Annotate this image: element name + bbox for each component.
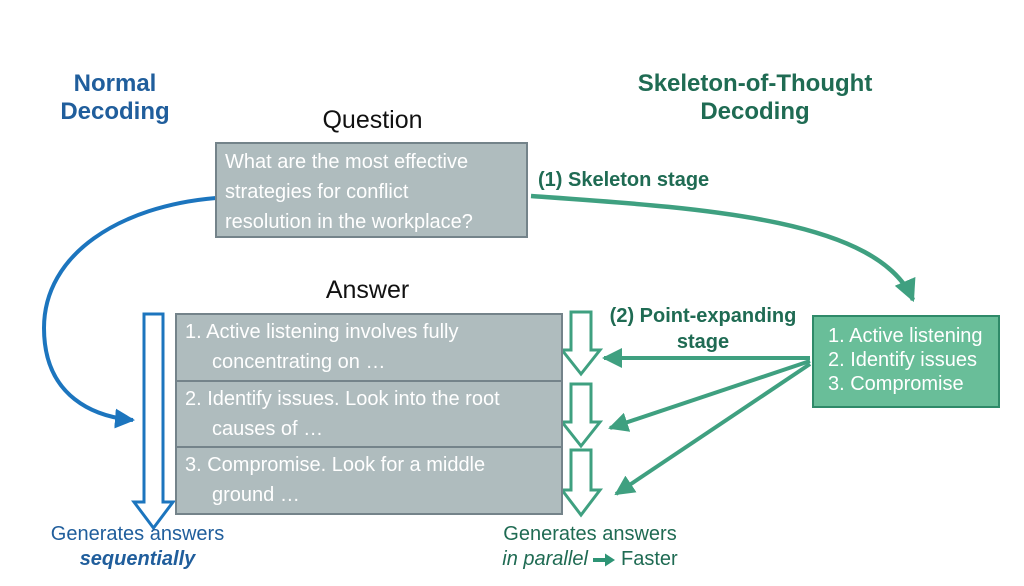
normal-decoding-title: Normal Decoding — [60, 70, 170, 125]
expansion-block-arrow-3 — [558, 448, 604, 518]
answer-row-3: 3. Compromise. Look for a middle ground … — [177, 446, 561, 513]
normal-decoding-curve-arrow — [41, 196, 217, 429]
skeleton-stage-label: (1) Skeleton stage — [538, 169, 710, 191]
caption-sequential-line2: sequentially — [79, 548, 196, 570]
arrow-right-icon — [593, 553, 616, 567]
answer-row-2: 2. Identify issues. Look into the root c… — [177, 379, 561, 447]
caption-sequential-line1: Generates answers — [50, 523, 225, 545]
caption-sequential: Generates answers sequentially — [30, 522, 245, 572]
point-expanding-arrow-2 — [608, 359, 811, 432]
answer-row-1: 1. Active listening involves fully conce… — [185, 321, 459, 373]
expansion-block-arrow-1 — [558, 310, 604, 377]
point-expanding-arrow-3 — [614, 362, 812, 496]
caption-parallel-line1: Generates answers — [503, 523, 677, 545]
point-expanding-stage-label: (2) Point-expanding stage — [609, 305, 797, 353]
caption-parallel-italic: in parallel — [502, 548, 588, 570]
skeleton-of-thought-title: Skeleton-of-Thought Decoding — [637, 70, 873, 125]
caption-parallel-line2: in parallel Faster — [465, 547, 715, 572]
sequential-block-arrow — [131, 312, 176, 531]
question-box: What are the most effective strategies f… — [215, 142, 528, 238]
skeleton-outline-box: 1. Active listening 2. Identify issues 3… — [812, 315, 1000, 408]
expansion-block-arrow-2 — [558, 382, 604, 449]
question-label: Question — [322, 106, 423, 134]
answer-label: Answer — [325, 276, 410, 304]
answer-box: 1. Active listening involves fully conce… — [175, 313, 563, 515]
caption-parallel: Generates answers in parallel Faster — [465, 522, 715, 572]
skeleton-stage-arrow — [530, 193, 916, 303]
caption-parallel-faster: Faster — [621, 548, 678, 570]
